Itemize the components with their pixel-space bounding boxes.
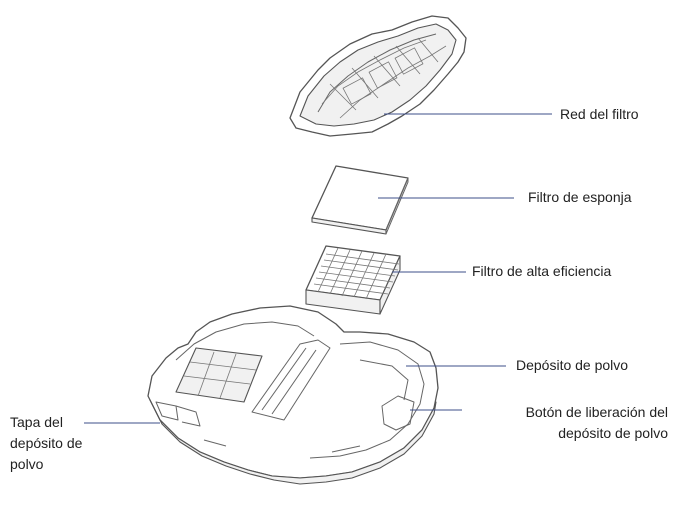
label-tapa-del-deposito: Tapa del depósito de polvo bbox=[10, 412, 82, 475]
label-boton-line-1: Botón de liberación del bbox=[525, 404, 668, 420]
dust-bin-part bbox=[147, 305, 439, 485]
label-filtro-de-esponja: Filtro de esponja bbox=[528, 189, 632, 205]
label-red-del-filtro: Red del filtro bbox=[560, 106, 639, 122]
label-boton-de-liberacion: Botón de liberación del depósito de polv… bbox=[468, 402, 668, 444]
hepa-filter-part bbox=[305, 245, 401, 315]
label-tapa-line-1: Tapa del bbox=[10, 414, 63, 430]
label-tapa-line-2: depósito de bbox=[10, 435, 83, 451]
label-boton-line-2: depósito de polvo bbox=[558, 425, 668, 441]
filter-net-part bbox=[289, 15, 467, 137]
sponge-filter-part bbox=[311, 165, 409, 235]
label-filtro-de-alta-eficiencia: Filtro de alta eficiencia bbox=[472, 263, 612, 279]
label-deposito-de-polvo: Depósito de polvo bbox=[516, 357, 629, 373]
label-tapa-line-3: polvo bbox=[10, 456, 44, 472]
